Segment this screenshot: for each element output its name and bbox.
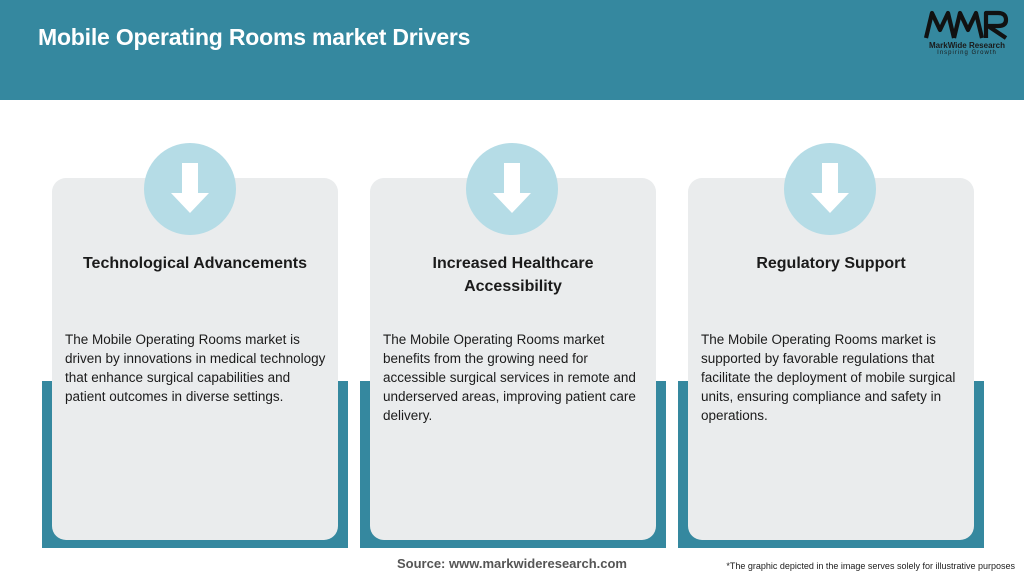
company-logo: MarkWide Research Inspiring Growth xyxy=(920,10,1014,60)
mwr-logo-icon xyxy=(924,10,1009,40)
logo-company-name: MarkWide Research xyxy=(929,41,1005,50)
driver-card: Regulatory Support The Mobile Operating … xyxy=(678,178,984,548)
driver-card: Increased Healthcare Accessibility The M… xyxy=(360,178,666,548)
logo-tagline: Inspiring Growth xyxy=(937,50,997,56)
card-body: Regulatory Support The Mobile Operating … xyxy=(688,178,974,540)
disclaimer-note: *The graphic depicted in the image serve… xyxy=(726,561,1015,571)
card-body: Technological Advancements The Mobile Op… xyxy=(52,178,338,540)
driver-card: Technological Advancements The Mobile Op… xyxy=(42,178,348,548)
card-body: Increased Healthcare Accessibility The M… xyxy=(370,178,656,540)
card-title: Technological Advancements xyxy=(82,255,308,272)
arrow-down-icon xyxy=(784,143,876,235)
page-title: Mobile Operating Rooms market Drivers xyxy=(38,24,471,50)
arrow-down-icon xyxy=(144,143,236,235)
arrow-down-icon xyxy=(466,143,558,235)
card-description: The Mobile Operating Rooms market benefi… xyxy=(383,332,636,423)
card-title: Regulatory Support xyxy=(756,255,906,272)
header-banner: Mobile Operating Rooms market Drivers Ma… xyxy=(0,0,1024,100)
card-title: Increased Healthcare Accessibility xyxy=(432,255,594,295)
card-description: The Mobile Operating Rooms market is sup… xyxy=(701,332,956,423)
card-description: The Mobile Operating Rooms market is dri… xyxy=(65,332,326,404)
source-citation: Source: www.markwideresearch.com xyxy=(396,556,627,571)
